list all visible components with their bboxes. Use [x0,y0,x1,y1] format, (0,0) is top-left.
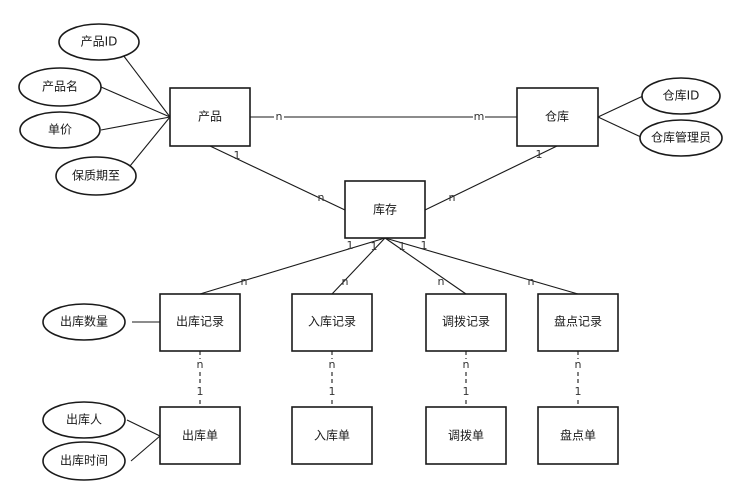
card-stocktake-record-n: n [528,275,535,288]
card-outbound-record-n: n [241,275,248,288]
card-product-warehouse-m: m [474,110,485,123]
entity-inventory: 库存 [344,180,426,239]
card-inventory-stocktake-1: 1 [421,239,428,252]
card-inbound-record-order-n: n [329,358,336,371]
card-product-inventory-1: 1 [234,149,241,162]
entity-warehouse: 仓库 [516,87,599,147]
attr-product-id: 产品ID [58,23,140,61]
entity-warehouse-label: 仓库 [545,109,569,124]
entity-outbound-record-label: 出库记录 [176,314,224,329]
entity-outbound-order: 出库单 [159,406,241,465]
entity-transfer-order: 调拨单 [425,406,507,465]
card-transfer-order-1: 1 [463,385,470,398]
card-transfer-record-n: n [438,275,445,288]
entity-transfer-record: 调拨记录 [425,293,507,352]
card-inventory-outbound-1: 1 [347,239,354,252]
entity-outbound-order-label: 出库单 [182,428,218,443]
entity-transfer-order-label: 调拨单 [448,429,484,443]
card-outbound-order-1: 1 [197,385,204,398]
entity-inventory-label: 库存 [373,202,397,217]
entity-inbound-order-label: 入库单 [314,428,350,443]
entity-stocktake-order: 盘点单 [537,406,619,465]
card-warehouse-inventory-n: n [449,191,456,204]
cardinality-labels: n m 1 n 1 n 1 1 1 1 n n n n n 1 n 1 n 1 … [195,110,583,398]
attr-shelf-life-label: 保质期至 [72,169,120,183]
entity-stocktake-order-label: 盘点单 [560,428,596,443]
card-stocktake-record-order-n: n [575,358,582,371]
card-product-inventory-n: n [318,191,325,204]
entity-inbound-record-label: 入库记录 [308,314,356,329]
attr-outbound-time: 出库时间 [42,441,126,481]
attr-warehouse-id-label: 仓库ID [663,88,700,103]
card-inventory-transfer-1: 1 [399,240,406,253]
card-warehouse-inventory-1: 1 [536,148,543,161]
attr-warehouse-manager-label: 仓库管理员 [651,130,711,145]
attr-product-name-label: 产品名 [42,79,78,94]
entity-inbound-record: 入库记录 [291,293,373,352]
connector-lines [100,54,644,462]
entity-inbound-order: 入库单 [291,406,373,465]
entity-product-label: 产品 [198,110,222,124]
entity-transfer-record-label: 调拨记录 [442,315,490,329]
attr-unit-price-label: 单价 [48,123,72,137]
card-stocktake-order-1: 1 [575,385,582,398]
card-transfer-record-order-n: n [463,358,470,371]
attr-outbound-qty-label: 出库数量 [60,314,108,329]
entity-stocktake-record: 盘点记录 [537,293,619,352]
attr-warehouse-manager: 仓库管理员 [639,119,723,157]
attr-product-name: 产品名 [18,67,102,107]
attr-outbound-qty: 出库数量 [42,303,126,341]
card-inventory-inbound-1: 1 [371,240,378,253]
card-product-warehouse-n: n [276,110,283,123]
attr-outbound-person-label: 出库人 [66,412,102,427]
attr-outbound-person: 出库人 [42,401,126,439]
attr-outbound-time-label: 出库时间 [60,453,108,468]
card-outbound-record-order-n: n [197,358,204,371]
entity-stocktake-record-label: 盘点记录 [554,314,602,329]
attr-product-id-label: 产品ID [81,35,118,49]
card-inbound-order-1: 1 [329,385,336,398]
attr-warehouse-id: 仓库ID [641,77,721,115]
attr-unit-price: 单价 [19,111,101,149]
entity-outbound-record: 出库记录 [159,293,241,352]
entity-product: 产品 [169,87,251,147]
card-inbound-record-n: n [342,275,349,288]
attr-shelf-life: 保质期至 [55,156,137,196]
